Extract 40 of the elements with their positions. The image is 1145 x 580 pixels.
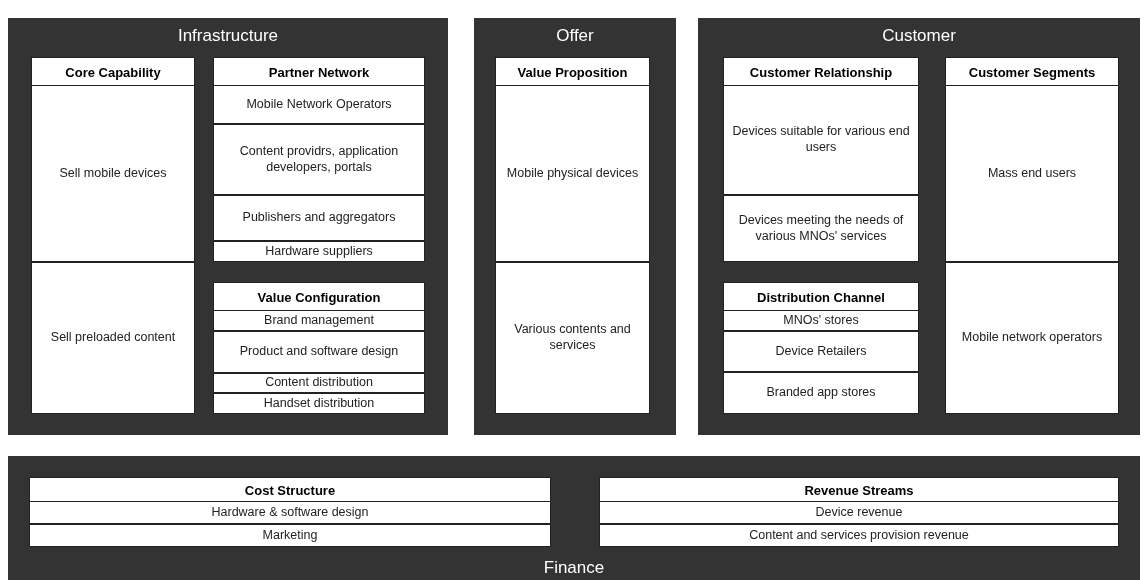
entry-box: Sell mobile devices	[31, 85, 195, 262]
entry-box: Product and software design	[213, 331, 425, 373]
block-panel	[213, 57, 425, 262]
block-heading: Cost Structure	[243, 481, 337, 500]
entry-box: Mass end users	[945, 85, 1119, 262]
block-panel	[495, 57, 650, 414]
block-heading: Value Configuration	[256, 288, 382, 307]
block-panel	[213, 282, 425, 414]
section-panel	[8, 18, 448, 435]
entry-box: Devices suitable for various end users	[723, 85, 919, 195]
entry-box: Device revenue	[599, 501, 1119, 524]
block-heading: Customer Segments	[967, 63, 1097, 82]
entry-box: Mobile Network Operators	[213, 85, 425, 124]
section-panel	[474, 18, 676, 435]
block-panel	[945, 57, 1119, 414]
entry-box: Content distribution	[213, 373, 425, 393]
block-panel	[29, 477, 551, 547]
block-heading: Partner Network	[267, 63, 371, 82]
entry-box: MNOs' stores	[723, 310, 919, 331]
section-title: Finance	[542, 558, 606, 578]
section-panel	[8, 456, 1140, 580]
block-panel	[31, 57, 195, 414]
entry-box: Hardware & software design	[29, 501, 551, 524]
block-panel	[723, 57, 919, 262]
block-heading: Customer Relationship	[748, 63, 894, 82]
block-heading: Value Proposition	[516, 63, 629, 82]
section-title: Infrastructure	[176, 26, 280, 46]
block-heading: Core Capability	[64, 63, 162, 82]
section-panel	[698, 18, 1140, 435]
entry-box: Mobile physical devices	[495, 85, 650, 262]
section-title: Offer	[555, 26, 595, 46]
block-panel	[723, 282, 919, 414]
block-heading: Revenue Streams	[803, 481, 915, 500]
block-heading: Distribution Channel	[756, 288, 886, 307]
block-panel	[599, 477, 1119, 547]
section-title: Customer	[881, 26, 957, 46]
entry-box: Device Retailers	[723, 331, 919, 372]
entry-box: Brand management	[213, 310, 425, 331]
entry-box: Content providrs, application developers, portals	[213, 124, 425, 195]
entry-box: Publishers and aggregators	[213, 195, 425, 241]
